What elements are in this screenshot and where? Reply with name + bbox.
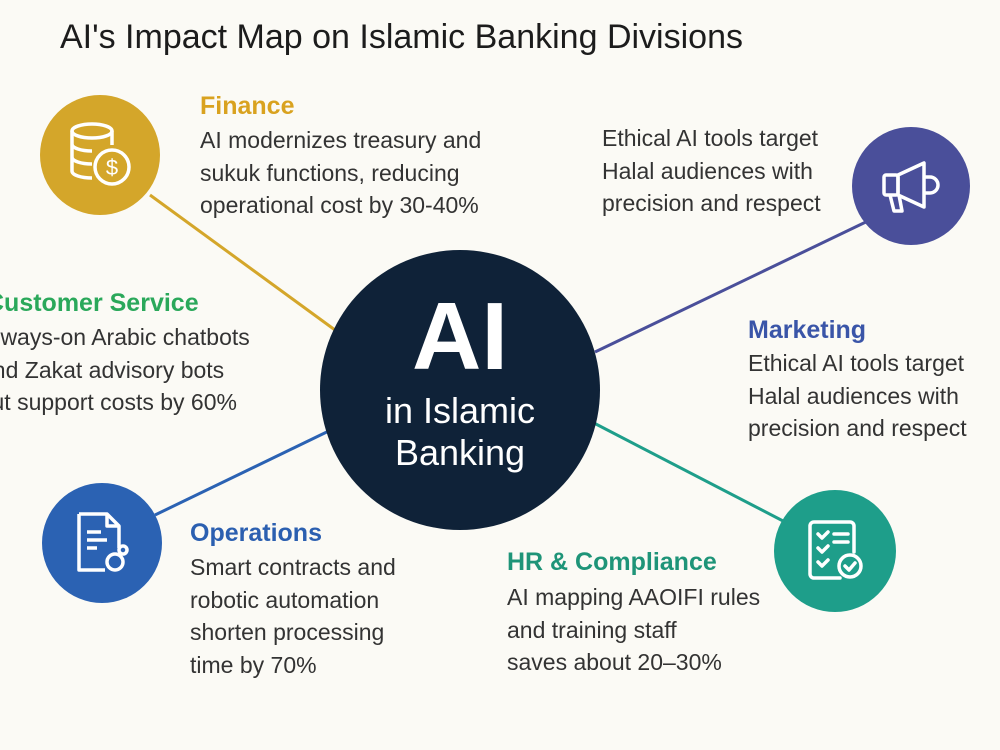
hr-line: saves about 20–30% [507, 649, 722, 675]
hr-compliance-description: AI mapping AAOIFI rules and training sta… [507, 581, 760, 679]
finance-line: sukuk functions, reducing [200, 159, 460, 186]
customer-service-description: Always-on Arabic chatbots and Zakat advi… [0, 321, 250, 419]
operations-title: Operations [190, 519, 322, 547]
finance-node: $ [40, 95, 160, 215]
center-hub: AI in Islamic Banking [320, 250, 600, 530]
marketing-line: Halal audiences with [748, 382, 959, 409]
marketing-description: Ethical AI tools target Halal audiences … [748, 347, 967, 445]
document-gear-icon [77, 512, 129, 572]
hr-line: AI mapping AAOIFI rules [507, 584, 761, 610]
operations-description: Smart contracts and robotic automation s… [190, 551, 396, 681]
hr-connector [591, 420, 786, 524]
marketing-top-line: Halal audiences with [602, 157, 813, 184]
center-title: AI [412, 283, 508, 390]
megaphone-icon [882, 161, 940, 213]
operations-node [42, 483, 162, 603]
coins-dollar-icon: $ [70, 122, 131, 186]
operations-line: shorten processing [190, 619, 385, 645]
hr-line: and training staff [507, 616, 677, 643]
finance-title: Finance [200, 92, 295, 120]
checklist-icon [808, 520, 863, 580]
finance-line: operational cost by 30-40% [200, 192, 479, 218]
hr-compliance-node [774, 490, 896, 612]
customer-service-title: Customer Service [0, 289, 199, 317]
marketing-node [852, 127, 970, 245]
marketing-line: precision and respect [748, 415, 967, 441]
marketing-title: Marketing [748, 316, 867, 344]
operations-line: time by 70% [190, 651, 317, 678]
page-title: AI's Impact Map on Islamic Banking Divis… [60, 18, 743, 56]
hr-compliance-title: HR & Compliance [507, 548, 717, 576]
operations-connector [154, 426, 336, 517]
center-subtitle-1: in Islamic [384, 390, 536, 431]
operations-line: Smart contracts and [190, 554, 396, 580]
marketing-top-description: Ethical AI tools target Halal audiences … [602, 122, 821, 220]
finance-line: AI modernizes treasury and [200, 127, 482, 153]
center-subtitle-2: Banking [394, 432, 526, 473]
finance-description: AI modernizes treasury and sukuk functio… [200, 124, 481, 222]
svg-text:$: $ [106, 155, 118, 180]
finance-connector [149, 193, 336, 332]
customer-service-line: and Zakat advisory bots [0, 356, 225, 383]
customer-service-line: Always-on Arabic chatbots [0, 324, 250, 350]
marketing-line: Ethical AI tools target [748, 350, 965, 376]
marketing-top-line: Ethical AI tools target [602, 125, 819, 151]
operations-line: robotic automation [190, 586, 380, 613]
customer-service-line: cut support costs by 60% [0, 389, 237, 415]
marketing-connector [594, 218, 871, 354]
marketing-top-line: precision and respect [602, 190, 821, 216]
